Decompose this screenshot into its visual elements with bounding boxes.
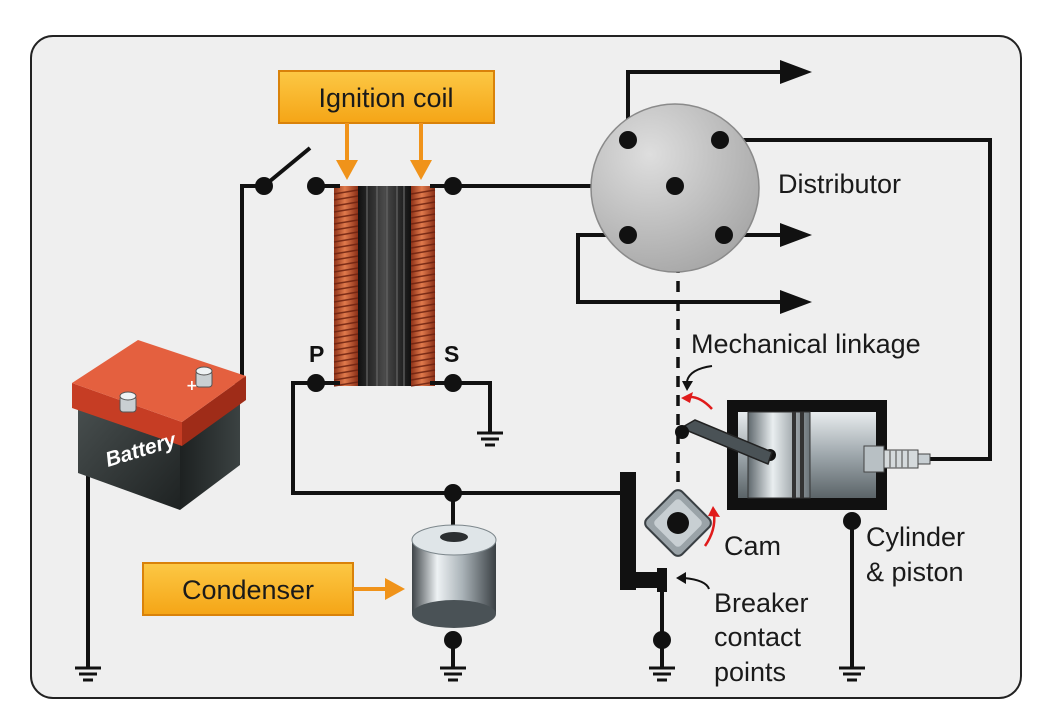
ground-symbol-icon [75,666,101,682]
terminal-p-label: P [309,341,324,367]
ground-symbol-icon [440,666,466,682]
mechanical-linkage-label: Mechanical linkage [691,329,921,359]
ground-symbol-icon [649,666,675,682]
breaker-label-line1: Breaker [714,588,809,618]
ground-symbol-icon [839,666,865,682]
condenser-label: Condenser [182,575,314,605]
cam-icon [644,489,712,557]
breaker-label-line3: points [714,657,786,687]
cylinder-label-line1: Cylinder [866,522,965,552]
condenser-icon [411,524,497,628]
svg-text:+: + [186,378,198,394]
cylinder-piston-icon [675,400,887,510]
connection-nodes [255,131,861,649]
diagram-panel [30,35,1022,699]
ignition-coil-callout [278,70,495,180]
distributor-output-arrows [780,60,812,314]
rotation-arrows [681,392,720,547]
ground-symbol-icon [477,431,503,447]
distributor-label: Distributor [778,169,901,199]
breaker-label-line2: contact [714,622,802,652]
spark-plug-icon [863,445,931,473]
terminal-s-label: S [444,341,459,367]
condenser-callout [142,562,405,616]
cylinder-label-line2: & piston [866,557,964,587]
cam-label: Cam [724,531,781,561]
ground-symbols [75,431,865,682]
battery-icon: + [72,340,246,510]
breaker-contact-points-icon [620,472,667,592]
ignition-coil-icon [316,184,453,387]
ignition-coil-label: Ignition coil [318,83,453,113]
leader-lines [676,365,713,590]
